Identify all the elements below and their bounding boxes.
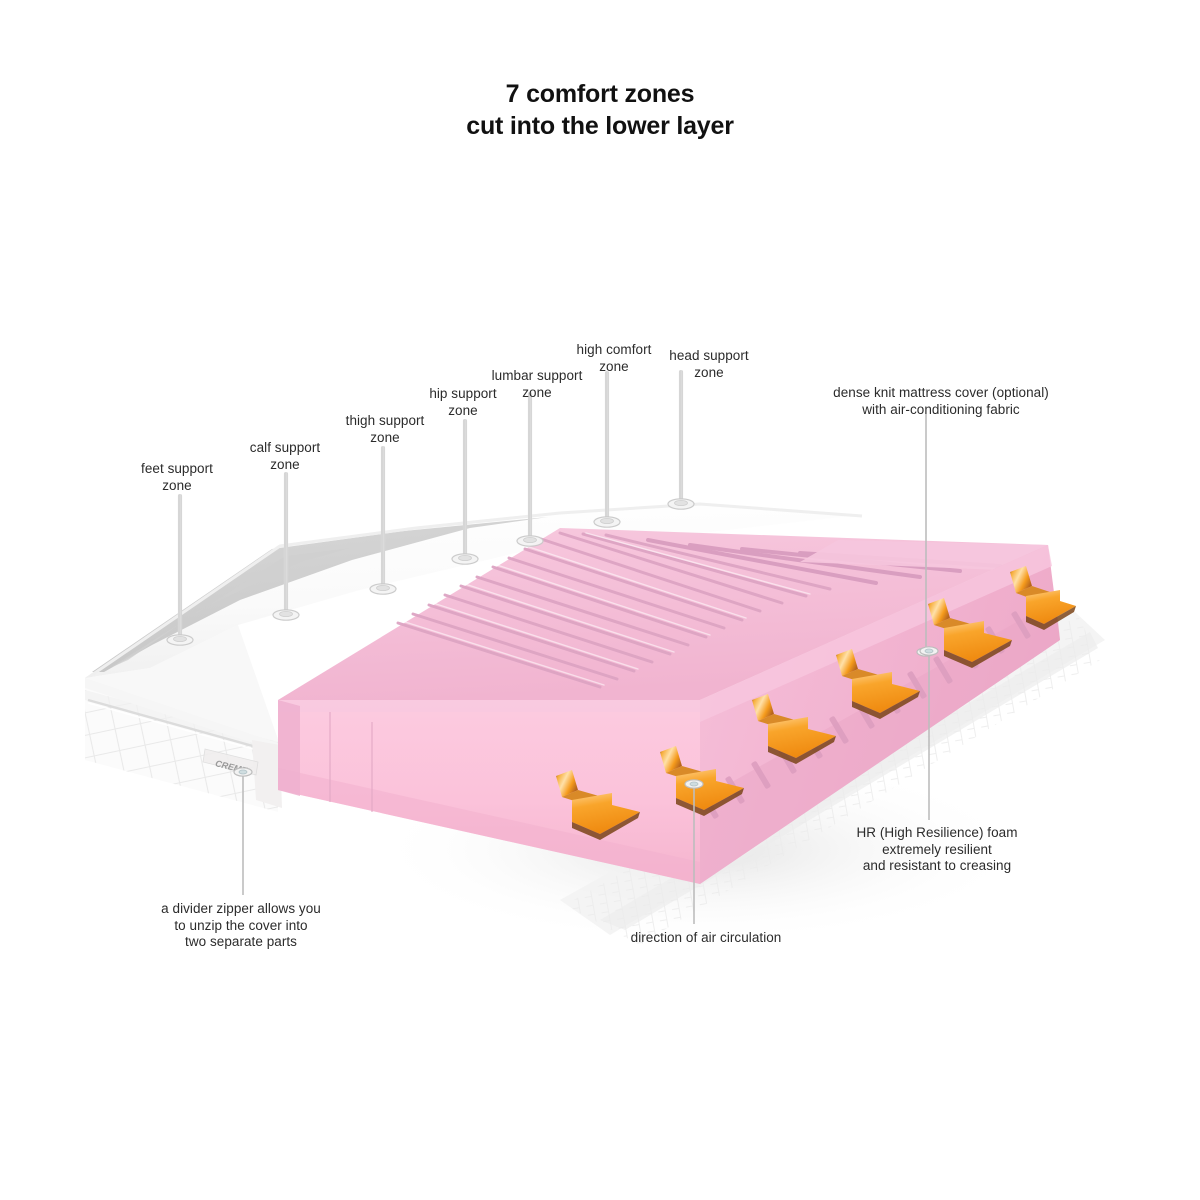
air-arrow-4 xyxy=(836,649,920,719)
pin-high-comfort-zone xyxy=(593,371,621,528)
page-title: 7 comfort zones cut into the lower layer xyxy=(466,80,734,140)
air-arrow-3 xyxy=(752,694,836,764)
callout-label-high-comfort-zone: high comfort zone xyxy=(576,342,652,374)
annotation-label-divider-zipper: a divider zipper allows you to unzip the… xyxy=(161,901,321,949)
leader-air-circulation xyxy=(684,779,704,924)
mattress-cover-white xyxy=(85,502,863,812)
callout-label-thigh-support-zone: thigh support zone xyxy=(345,413,425,445)
pin-head-support-zone xyxy=(667,370,695,510)
pin-thigh-support-zone xyxy=(369,446,397,595)
annotation-label-air-circulation: direction of air circulation xyxy=(630,930,782,945)
callout-label-feet-support-zone: feet support zone xyxy=(141,461,213,493)
callout-label-hip-support-zone: hip support zone xyxy=(429,386,497,418)
annotation-label-hr-foam: HR (High Resilience) foam extremely resi… xyxy=(856,825,1018,873)
pin-calf-support-zone xyxy=(272,472,300,621)
callout-label-calf-support-zone: calf support zone xyxy=(249,440,321,472)
air-circulation-arrows xyxy=(556,566,1076,840)
pin-feet-support-zone xyxy=(166,494,194,646)
annotation-leaders xyxy=(233,414,939,924)
callout-label-lumbar-support-zone: lumbar support zone xyxy=(491,368,583,400)
pin-lumbar-support-zone xyxy=(516,392,544,547)
leader-hr-foam xyxy=(919,646,939,820)
annotation-label-dense-knit-cover: dense knit mattress cover (optional) wit… xyxy=(833,385,1049,417)
air-arrow-1 xyxy=(556,770,640,840)
air-arrow-6 xyxy=(1010,566,1076,630)
callout-pins xyxy=(166,370,695,646)
pin-hip-support-zone xyxy=(451,419,479,565)
leader-divider-zipper xyxy=(233,767,253,895)
air-arrow-5 xyxy=(928,598,1012,668)
callout-label-head-support-zone: head support zone xyxy=(669,348,749,380)
hr-foam-core xyxy=(278,528,1060,884)
